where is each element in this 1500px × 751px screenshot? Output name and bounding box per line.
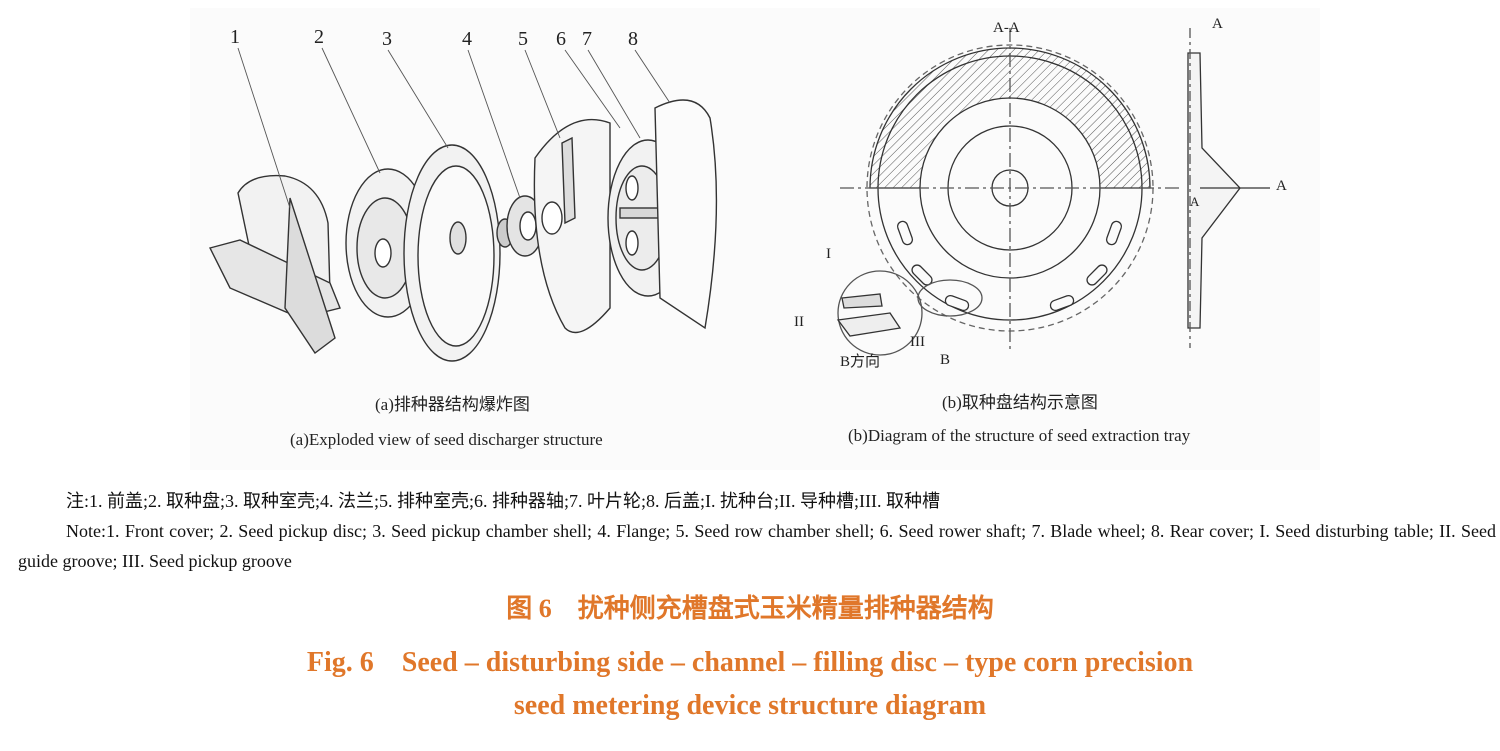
detail-label-iii: III <box>910 334 925 350</box>
part-number-4: 4 <box>462 28 472 50</box>
section-label-a-small: A <box>1190 194 1200 209</box>
part-number-2: 2 <box>314 26 324 48</box>
part-number-3: 3 <box>382 28 392 50</box>
tray-diagram <box>836 28 1270 356</box>
note-en: Note:1. Front cover; 2. Seed pickup disc… <box>18 521 1496 571</box>
panel-b-caption-en: (b)Diagram of the structure of seed extr… <box>848 426 1191 445</box>
panel-b-caption-zh: (b)取种盘结构示意图 <box>942 393 1098 412</box>
caption-zh: 图 6 扰种侧充槽盘式玉米精量排种器结构 <box>506 594 994 623</box>
figure-panel: 1 2 3 4 5 6 7 8 (a)排种器结构爆炸图 (a)Exploded … <box>190 8 1320 470</box>
view-label-b: B <box>940 352 951 368</box>
exploded-view <box>208 47 718 362</box>
pickup-chamber-part <box>403 144 501 362</box>
detail-label-ii: II <box>794 314 804 330</box>
figure-notes: 注:1. 前盖;2. 取种盘;3. 取种室壳;4. 法兰;5. 排种室壳;6. … <box>18 486 1496 576</box>
flange-part <box>496 195 544 257</box>
direction-label: B方向 <box>840 354 881 370</box>
detail-label-i: I <box>826 246 831 262</box>
panel-a-caption-zh: (a)排种器结构爆炸图 <box>375 395 530 414</box>
panel-a-caption-en: (a)Exploded view of seed discharger stru… <box>290 430 603 449</box>
caption-en-line2: seed metering device structure diagram <box>513 690 987 721</box>
part-number-7: 7 <box>582 28 592 50</box>
part-number-8: 8 <box>628 28 638 50</box>
row-chamber-part <box>533 118 611 334</box>
note-zh: 注:1. 前盖;2. 取种盘;3. 取种室壳;4. 法兰;5. 排种室壳;6. … <box>66 491 940 511</box>
section-label-aa: A-A <box>993 20 1020 36</box>
part-number-1: 1 <box>230 26 240 48</box>
caption-en-line1: Fig. 6 Seed – disturbing side – channel … <box>306 647 1194 678</box>
part-number-5: 5 <box>518 28 528 50</box>
section-label-a-top: A <box>1212 16 1223 32</box>
part-number-6: 6 <box>556 28 566 50</box>
rear-cover-part <box>654 99 718 330</box>
front-cover-part <box>208 174 341 355</box>
section-label-a-right: A <box>1276 178 1287 194</box>
figure-drawing <box>208 28 1270 362</box>
